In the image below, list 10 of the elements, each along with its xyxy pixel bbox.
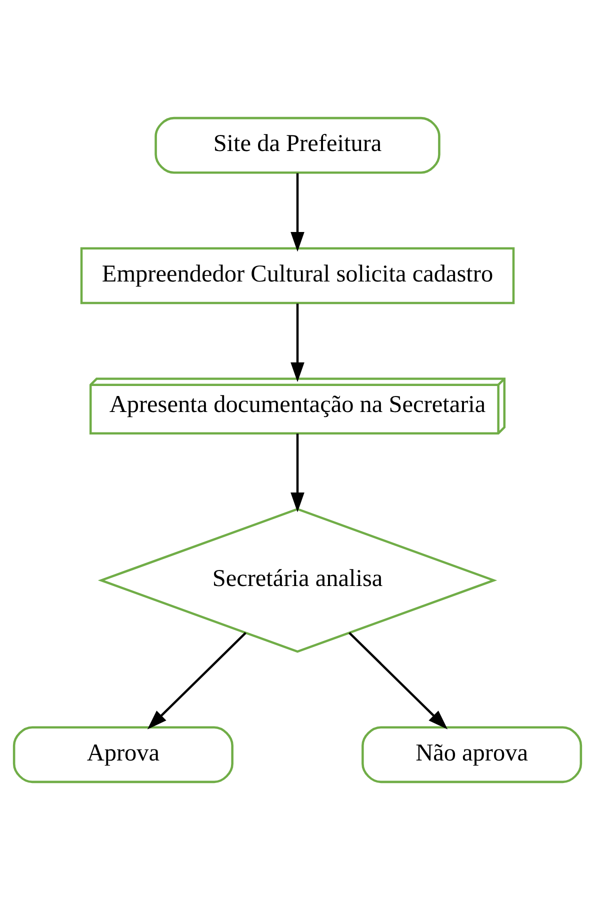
arrow: [147, 632, 246, 730]
node-box: Aprova: [12, 726, 234, 784]
node-diamond: Secretária analisa: [98, 508, 498, 653]
arrow: [290, 304, 304, 382]
arrow: [348, 632, 448, 730]
node-box: Empreendedor Cultural solicita cadastro: [80, 247, 515, 304]
node-box: Site da Prefeitura: [154, 116, 440, 174]
arrow: [290, 434, 304, 512]
arrow: [290, 173, 304, 252]
node-box: Não aprova: [362, 726, 582, 784]
